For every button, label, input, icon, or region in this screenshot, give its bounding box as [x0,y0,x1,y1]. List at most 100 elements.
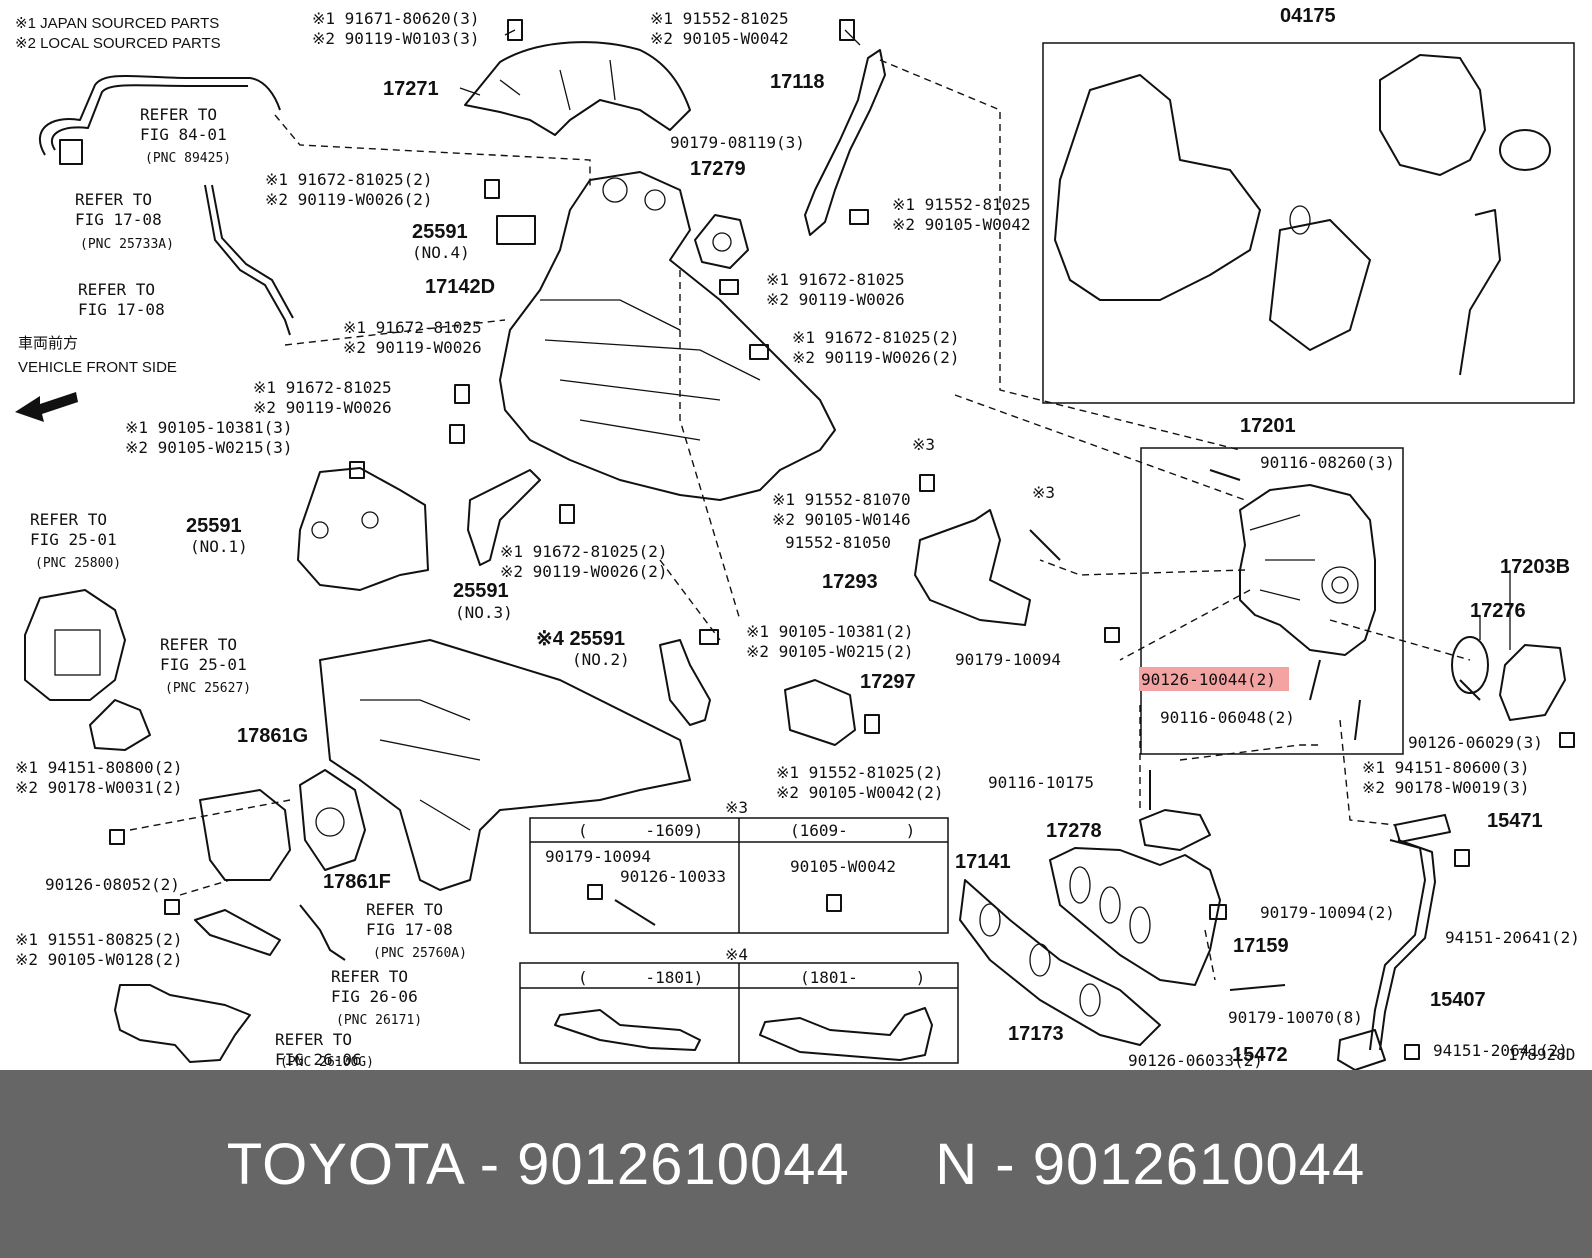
callout-c13: REFER TO [75,190,152,209]
callout-c41: REFER TO [30,510,107,529]
callout-c70: ※2 90105-W0042(2) [776,783,944,802]
direction-label-en: VEHICLE FRONT SIDE [18,359,177,376]
callout-c45: (NO.1) [190,537,248,556]
callout-c32: ※2 90119-W0026 [253,398,392,417]
callout-c54: ※4 25591 [536,628,625,650]
callout-c29: ※1 91672-81025(2) [792,328,960,347]
callout-c92: REFER TO [275,1030,352,1049]
callout-c40: ※2 90105-W0146 [772,510,911,529]
callout-c80: FIG 17-08 [366,920,453,939]
callout-c5: 04175 [1280,5,1336,27]
callout-c15: (PNC 25733A) [80,237,174,252]
callout-c39: ※1 91552-81070 [772,490,911,509]
footer-bar: TOYOTA - 9012610044 N - 9012610044 [0,1070,1592,1258]
callout-c6: 17271 [383,78,439,100]
callout-c16: ※1 91672-81025(2) [265,170,433,189]
callout-c96: 15472 [1232,1044,1288,1066]
highlight-marker [1139,667,1289,691]
callout-c1: ※1 91671-80620(3) [312,9,480,28]
callout-c52: (NO.3) [455,603,513,622]
part-drawings [24,41,1566,1070]
callout-c93: FIG 26-06 [275,1050,362,1069]
callout-c83: ※1 91551-80825(2) [15,930,183,949]
table-3-part-90126-10033: 90126-10033 [620,867,726,886]
callout-c17: ※2 90119-W0026(2) [265,190,433,209]
callout-c27: ※1 91672-81025 [343,318,482,337]
callout-c20: 25591 [412,221,468,243]
callout-c26: FIG 17-08 [78,300,165,319]
callout-c30: ※2 90119-W0026(2) [792,348,960,367]
figure-id: 178928D [1508,1045,1575,1064]
assembly-04175-box [1042,42,1575,404]
callout-c56: ※1 90105-10381(2) [746,622,914,641]
callout-c91: 90179-10070(8) [1228,1008,1363,1027]
callout-c35: ※2 90105-W0215(3) [125,438,293,457]
callout-c65: 90126-06029(3) [1408,733,1543,752]
vehicle-front-arrow-icon [15,392,78,422]
table-3-part-90105-W0042: 90105-W0042 [790,857,896,876]
direction-label-jp: 車両前方 [18,335,78,352]
callout-c68: ※2 90178-W0031(2) [15,778,183,797]
callout-c60: FIG 25-01 [160,655,247,674]
callout-c95: 17173 [1008,1023,1064,1045]
callout-c36: 90116-08260(3) [1260,453,1395,472]
callout-c82: 90179-10094(2) [1260,903,1395,922]
callout-c49: 17293 [822,571,878,593]
callout-c77: 17861F [323,871,391,893]
callout-c12: 17279 [690,158,746,180]
callout-c58: 90179-10094 [955,650,1061,669]
callout-c3: ※1 91552-81025 [650,9,789,28]
callout-c71: ※1 94151-80600(3) [1362,758,1530,777]
callout-c10: (PNC 89425) [145,151,231,166]
callout-c78: 17141 [955,851,1011,873]
callout-c64: 90116-06048(2) [1160,708,1295,727]
table-4-mark: ※4 [725,945,748,964]
callout-c22: 17142D [425,276,495,298]
table-3-col1-header: ( -1609) [578,821,703,840]
callout-c72: ※2 90178-W0019(3) [1362,778,1530,797]
callout-c50: 17203B [1500,556,1570,578]
callout-c89: (PNC 26171) [336,1013,422,1028]
parts-diagram: ※3 ( -1609) (1609- ) 90179-10094 90126-1… [15,5,1580,1070]
callout-c73: 90116-10175 [988,773,1094,792]
callout-c76: 90126-08052(2) [45,875,180,894]
table-4-col1-header: ( -1801) [578,968,703,987]
callout-c31: ※1 91672-81025 [253,378,392,397]
callout-c21: (NO.4) [412,243,470,262]
callout-c69: ※1 91552-81025(2) [776,763,944,782]
callout-c74: 15471 [1487,810,1543,832]
callout-labels: ※1 91671-80620(3)※2 90119-W0103(3)※1 915… [15,5,1580,1070]
leader-lines [129,29,1511,981]
part-number-caption: TOYOTA - 9012610044 N - 9012610044 [226,1131,1366,1197]
legend-local-sourced: ※2 LOCAL SOURCED PARTS [15,35,221,52]
callout-c7: 17118 [770,71,825,93]
callout-c81: (PNC 25760A) [373,946,467,961]
callout-c67: ※1 94151-80800(2) [15,758,183,777]
callout-c86: 17159 [1233,935,1289,957]
callout-c44: 25591 [186,515,242,537]
callout-c43: (PNC 25800) [35,556,121,571]
callout-c34: ※1 90105-10381(3) [125,418,293,437]
callout-c59: REFER TO [160,635,237,654]
table-4-col2-header: (1801- ) [800,968,925,987]
callout-c63: 90126-10044(2) [1141,670,1276,689]
callout-c33: 17201 [1240,415,1296,437]
callout-c90: 15407 [1430,989,1486,1011]
turbo-17201-box [1140,447,1404,755]
callout-c85: 94151-20641(2) [1445,928,1580,947]
table-4: ※4 ( -1801) (1801- ) [519,945,959,1064]
callout-c62: 17297 [860,671,916,693]
callout-c79: REFER TO [366,900,443,919]
callout-c61: (PNC 25627) [165,681,251,696]
callout-c88: FIG 26-06 [331,987,418,1006]
callout-c23: ※1 91672-81025 [766,270,905,289]
callout-c53: 17276 [1470,600,1526,622]
callout-c38: ※3 [1032,483,1055,502]
callout-c94: (PNC 26100G) [280,1055,374,1070]
callout-c87: REFER TO [331,967,408,986]
callout-c8: REFER TO [140,105,217,124]
table-3-mark: ※3 [725,798,748,817]
callout-c97: 94151-20641(2) [1433,1041,1568,1060]
callout-c51: 25591 [453,580,509,602]
callout-c47: ※1 91672-81025(2) [500,542,668,561]
